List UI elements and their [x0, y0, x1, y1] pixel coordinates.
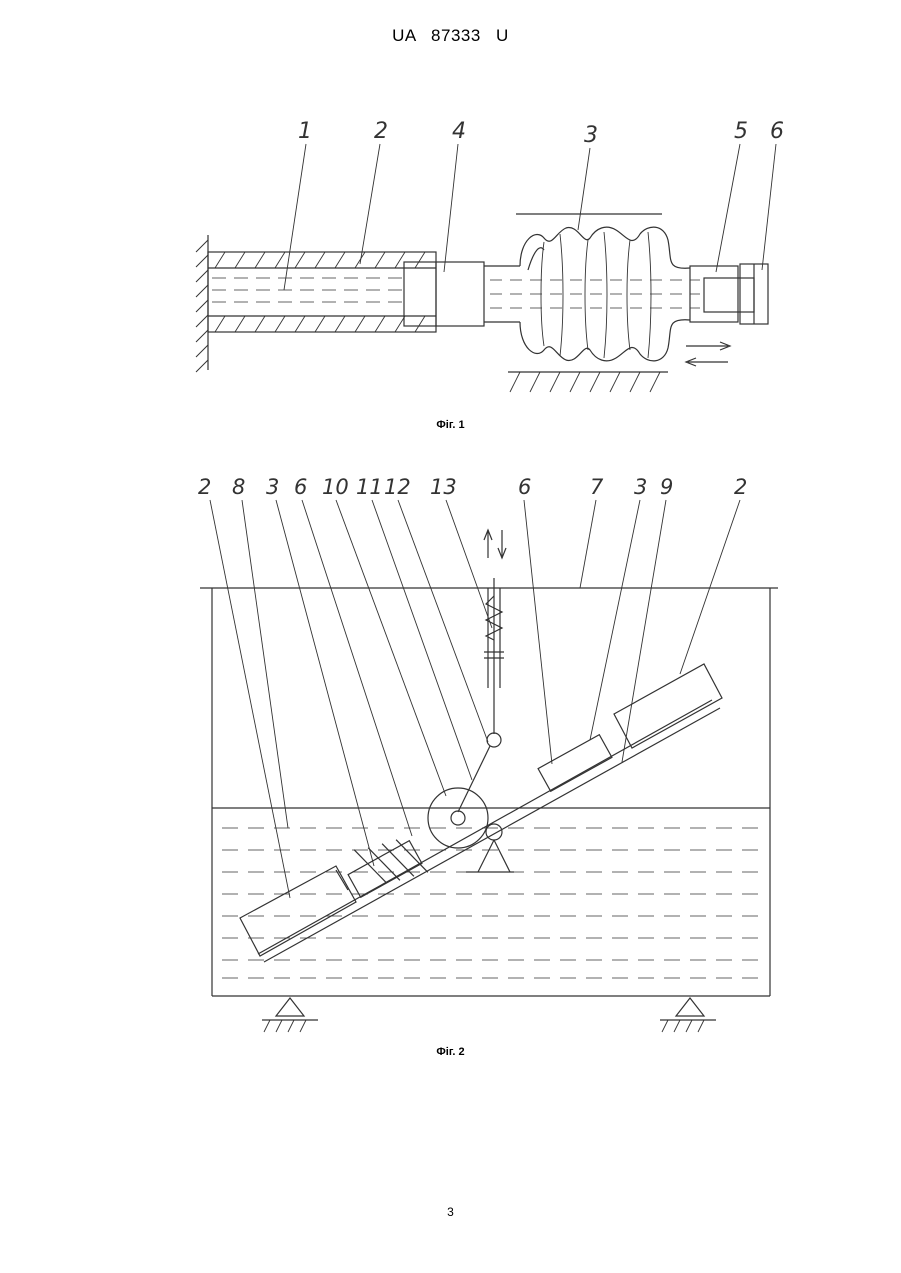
- fig1-label-2: 2: [374, 119, 388, 144]
- figure-2-drawing: 2 8 3 6 10 11 12 13 6 7 3 9 2: [0, 478, 901, 1038]
- fig2-label-2b: 2: [734, 478, 747, 499]
- fig2-label-10: 10: [322, 478, 349, 499]
- fig2-label-13: 13: [430, 478, 457, 499]
- fig2-label-9: 9: [660, 478, 673, 499]
- page-number: 3: [0, 1205, 901, 1219]
- fig2-label-8: 8: [232, 478, 245, 499]
- figure-1-drawing: 1 2 4 3 5 6: [0, 100, 901, 520]
- figure-1-caption: Фіг. 1: [0, 419, 901, 431]
- fig1-label-5: 5: [734, 119, 748, 144]
- fig2-label-12: 12: [384, 478, 411, 499]
- fig1-label-3: 3: [584, 123, 598, 148]
- figure-2-caption: Фіг. 2: [0, 1046, 901, 1058]
- fig2-label-6a: 6: [294, 478, 307, 499]
- patent-number: UA 87333 U: [0, 26, 901, 46]
- fig1-label-6: 6: [770, 119, 784, 144]
- fig2-label-2a: 2: [198, 478, 211, 499]
- fig2-label-3a: 3: [266, 478, 279, 499]
- fig2-label-3b: 3: [634, 478, 647, 499]
- fig2-label-7: 7: [590, 478, 604, 499]
- fig1-label-1: 1: [298, 119, 312, 144]
- fig1-label-4: 4: [452, 119, 466, 144]
- fig2-label-11: 11: [356, 478, 383, 499]
- fig2-label-6b: 6: [518, 478, 531, 499]
